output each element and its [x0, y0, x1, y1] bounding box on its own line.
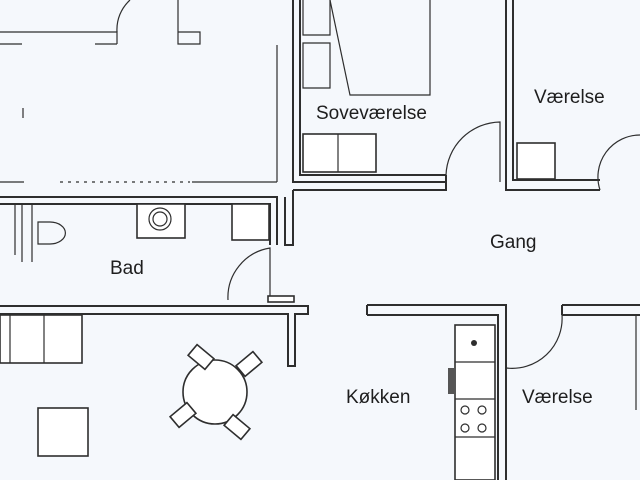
- room-label-room-top: Værelse: [534, 87, 605, 108]
- room-label-room-bottom: Værelse: [522, 387, 593, 408]
- room-top-walls: [293, 0, 640, 191]
- room-label-bedroom: Soveværelse: [316, 103, 427, 124]
- bath-walls: [0, 190, 309, 367]
- room-label-hall: Gang: [490, 232, 537, 253]
- dining-furniture: [0, 314, 264, 457]
- bedroom-walls: [292, 0, 501, 183]
- room-label-bath: Bad: [110, 258, 144, 279]
- room-label-kitchen: Køkken: [346, 387, 411, 408]
- kitchen-walls: [366, 304, 640, 480]
